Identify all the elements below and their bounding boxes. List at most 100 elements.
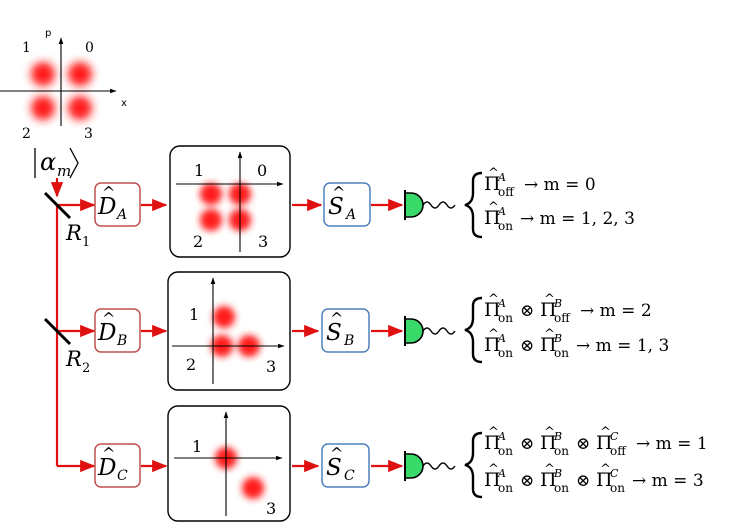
operator-subscript: C [117, 468, 128, 484]
outcome-result: → m = 1 [636, 434, 708, 454]
squeezer-box-C: ^ S C [321, 443, 370, 488]
projector-state-subscript: off [610, 444, 627, 458]
operator-symbol: S [326, 455, 342, 481]
projector-hat: ^ [544, 327, 555, 342]
inset-blob [200, 209, 222, 231]
outcome-result: → m = 1, 2, 3 [520, 209, 635, 229]
projector-state-subscript: on [498, 444, 513, 458]
projector-mode-superscript: B [553, 467, 562, 480]
projector-state-subscript: on [610, 481, 625, 495]
ket-subscript: m [57, 162, 71, 180]
projector-symbol: Π [540, 334, 557, 356]
projector-mode-superscript: C [610, 467, 619, 480]
outcome-result: → m = 0 [524, 175, 596, 195]
projector-state-subscript: on [554, 444, 569, 458]
projector-state-subscript: on [554, 481, 569, 495]
projector-hat: ^ [544, 462, 555, 477]
x-axis-label: x [121, 98, 127, 109]
displacement-box-B: ^ D B [94, 308, 141, 353]
p-axis-label: p [45, 28, 51, 39]
bs-subscript: 2 [82, 361, 90, 376]
projector-state-subscript: on [498, 311, 513, 325]
projector-symbol: Π [484, 299, 501, 321]
projector-symbol: Π [484, 469, 501, 491]
operator-hat: ^ [330, 444, 343, 463]
tensor-product-symbol: ⊗ [520, 471, 534, 491]
blob-state-0 [68, 62, 92, 86]
projector-state-subscript: off [554, 311, 571, 325]
projector-state-subscript: on [498, 219, 513, 233]
projector-mode-superscript: B [553, 332, 562, 345]
inset-phase-space-B: 1 2 3 [167, 271, 291, 391]
inset-label: 1 [189, 305, 199, 324]
phase-space-blobs [31, 62, 92, 120]
projector-hat: ^ [488, 166, 499, 181]
inset-blob [242, 477, 264, 499]
input-phase-space: p x 1 0 2 3 [0, 28, 127, 142]
left-brace-A [464, 171, 483, 239]
operator-hat: ^ [330, 309, 343, 328]
bs-subscript: 1 [82, 235, 90, 250]
tensor-product-symbol: ⊗ [576, 434, 590, 454]
beam-splitter-R1: R 1 [43, 191, 90, 250]
outcome-result: → m = 3 [632, 471, 704, 491]
operator-subscript: A [344, 207, 356, 223]
operator-symbol: S [328, 194, 344, 220]
inset-label: 3 [266, 357, 276, 376]
beam-splitter-plate [43, 317, 72, 346]
left-brace-B [464, 296, 483, 364]
operator-subscript: B [343, 333, 354, 349]
inset-label: 1 [192, 437, 202, 456]
operator-hat: ^ [102, 309, 115, 328]
tensor-product-symbol: ⊗ [576, 471, 590, 491]
label-state-2: 2 [22, 126, 31, 142]
label-state-0: 0 [85, 40, 94, 56]
projector-mode-superscript: A [497, 297, 506, 310]
operator-symbol: D [97, 455, 116, 481]
ket-symbol: α [40, 148, 56, 176]
inset-phase-space-A: 1 0 2 3 [169, 145, 291, 258]
inset-label: 3 [258, 232, 268, 251]
operator-hat: ^ [332, 183, 345, 202]
operator-symbol: D [97, 320, 116, 346]
inset-label: 3 [266, 499, 276, 518]
operator-hat: ^ [102, 444, 115, 463]
blob-state-3 [68, 96, 92, 120]
inset-phase-space-C: 1 3 [167, 405, 291, 522]
displacement-box-C: ^ D C [94, 443, 141, 488]
operator-subscript: B [116, 333, 127, 349]
projector-mode-superscript: A [497, 467, 506, 480]
projector-mode-superscript: A [497, 171, 506, 184]
projector-hat: ^ [544, 292, 555, 307]
operator-subscript: C [344, 468, 355, 484]
inset-label: 0 [257, 161, 267, 180]
displacement-box-A: ^ D A [94, 182, 141, 227]
left-brace-C [464, 431, 483, 499]
tensor-product-symbol: ⊗ [520, 434, 534, 454]
label-state-1: 1 [22, 40, 31, 56]
operator-subscript: A [115, 207, 127, 223]
tensor-product-symbol: ⊗ [520, 301, 534, 321]
inset-label: 2 [186, 355, 196, 374]
projector-hat: ^ [544, 425, 555, 440]
projector-mode-superscript: B [553, 297, 562, 310]
projector-mode-superscript: A [497, 205, 506, 218]
inset-label: 1 [194, 161, 204, 180]
ket-right-angle [69, 147, 79, 179]
photodetector-A-icon [404, 190, 456, 220]
projector-symbol: Π [596, 432, 613, 454]
beam-splitter-R2: R 2 [43, 317, 90, 376]
outcome-result: → m = 2 [580, 301, 652, 321]
projector-hat: ^ [488, 292, 499, 307]
operator-symbol: D [97, 194, 116, 220]
projector-hat: ^ [488, 327, 499, 342]
projector-hat: ^ [600, 425, 611, 440]
projector-state-subscript: on [498, 346, 513, 360]
beam-path [50, 178, 404, 473]
projector-hat: ^ [488, 462, 499, 477]
bs-symbol: R [65, 347, 82, 371]
tensor-product-symbol: ⊗ [520, 336, 534, 356]
projector-hat: ^ [488, 200, 499, 215]
